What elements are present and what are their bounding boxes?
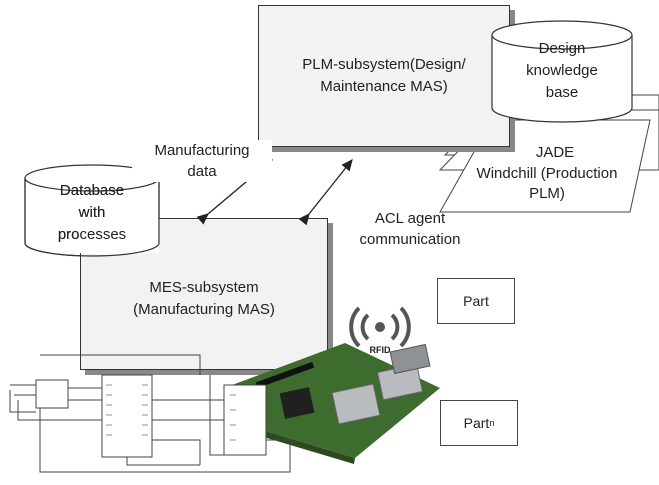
rfid-label: RFID: [369, 345, 391, 355]
acl-communication-label: ACL agent communication: [359, 210, 461, 248]
part-n-subscript: n: [489, 418, 495, 428]
manufacturing-data-label: Manufacturing data: [132, 140, 272, 182]
acl-communication-arrow: [298, 158, 353, 226]
jade-layer-label: JADE: [535, 144, 575, 161]
mes-subsystem-label: MES-subsystem (Manufacturing MAS): [133, 279, 275, 318]
part-label: Part: [463, 293, 489, 309]
design-knowledge-label: Design knowledge base: [526, 40, 598, 101]
plm-subsystem-box: PLM-subsystem(Design/ Maintenance MAS): [258, 5, 510, 147]
windchill-layer-label: Windchill (Production PLM): [476, 165, 618, 202]
process-database-label-front: Database with processes: [57, 182, 127, 243]
plm-subsystem-label: PLM-subsystem(Design/ Maintenance MAS): [302, 56, 466, 95]
part-n-label: Part: [463, 415, 490, 431]
part-box: Part: [437, 278, 515, 324]
